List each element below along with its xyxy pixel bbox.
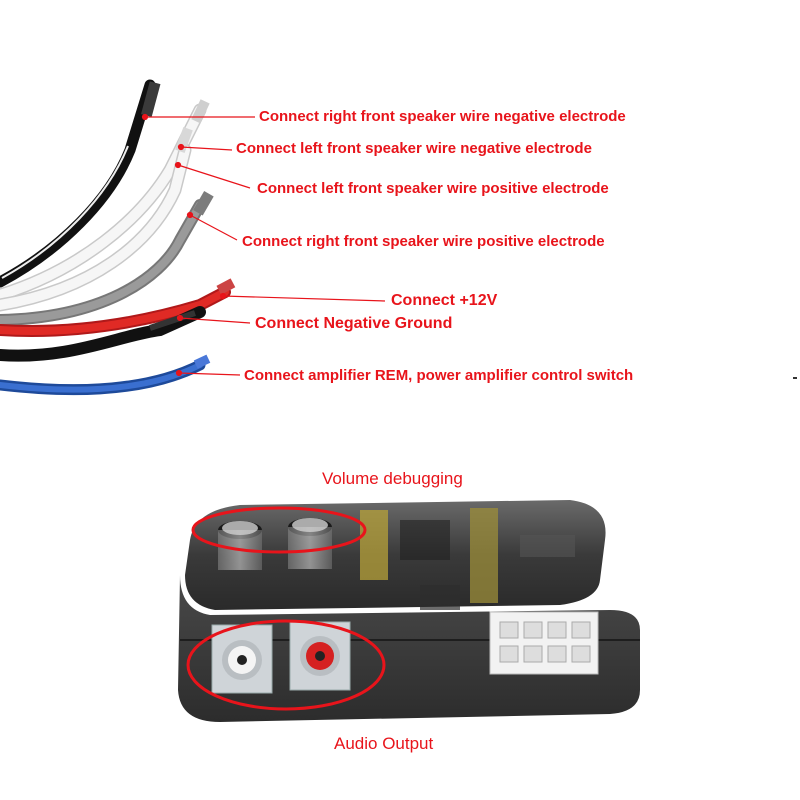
volume-knob-right xyxy=(288,518,332,569)
label-amplifier-rem: Connect amplifier REM, power amplifier c… xyxy=(244,367,634,384)
wire-black xyxy=(0,306,206,362)
leader-lines xyxy=(141,113,386,377)
rca-jack-red xyxy=(289,621,351,691)
power-connector xyxy=(489,611,599,675)
label-right-front-negative: Connect right front speaker wire negativ… xyxy=(259,108,626,125)
wire-gray xyxy=(0,190,214,326)
wire-black-white xyxy=(0,79,161,288)
label-left-front-negative: Connect left front speaker wire negative… xyxy=(236,140,592,157)
audio-output-highlight-ring xyxy=(186,619,386,711)
label-left-front-positive: Connect left front speaker wire positive… xyxy=(257,180,609,197)
label-plus-12v: Connect +12V xyxy=(391,292,498,309)
rca-jack-white xyxy=(211,624,273,694)
volume-knob-left xyxy=(218,521,262,570)
volume-highlight-ring xyxy=(191,506,367,554)
label-right-front-positive: Connect right front speaker wire positiv… xyxy=(242,233,605,250)
label-volume-debugging: Volume debugging xyxy=(322,469,463,488)
label-audio-output: Audio Output xyxy=(334,734,434,753)
label-negative-ground: Connect Negative Ground xyxy=(255,315,453,332)
wire-red xyxy=(0,278,236,337)
converter-box xyxy=(178,500,640,722)
